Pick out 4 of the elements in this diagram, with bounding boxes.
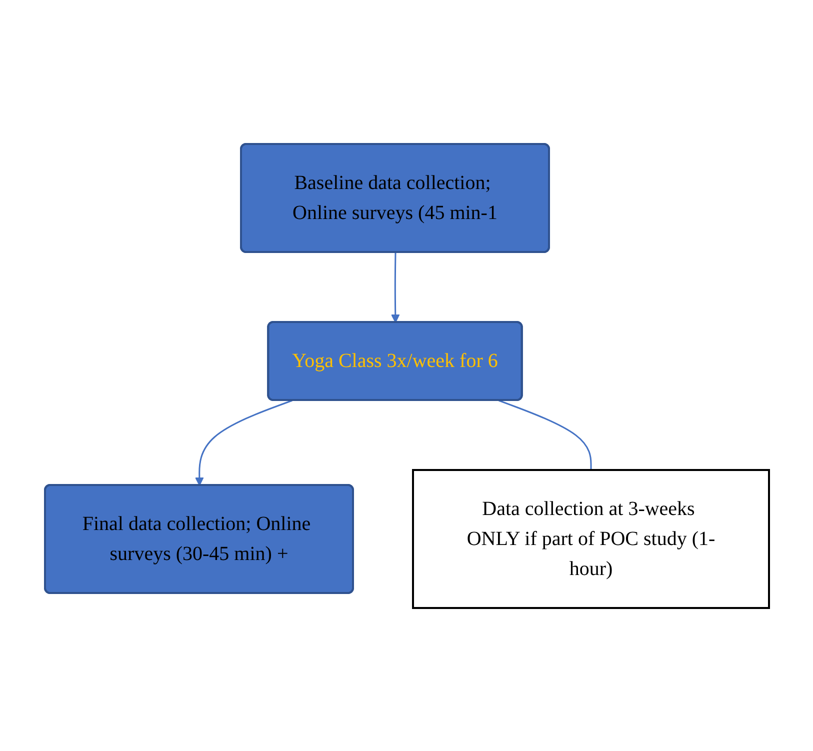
- connector: [498, 399, 592, 470]
- arrow: [390, 252, 400, 322]
- arrow: [194, 399, 292, 486]
- node-box: Data collection at 3-weeks ONLY if part of POC study (1-hour): [412, 468, 770, 608]
